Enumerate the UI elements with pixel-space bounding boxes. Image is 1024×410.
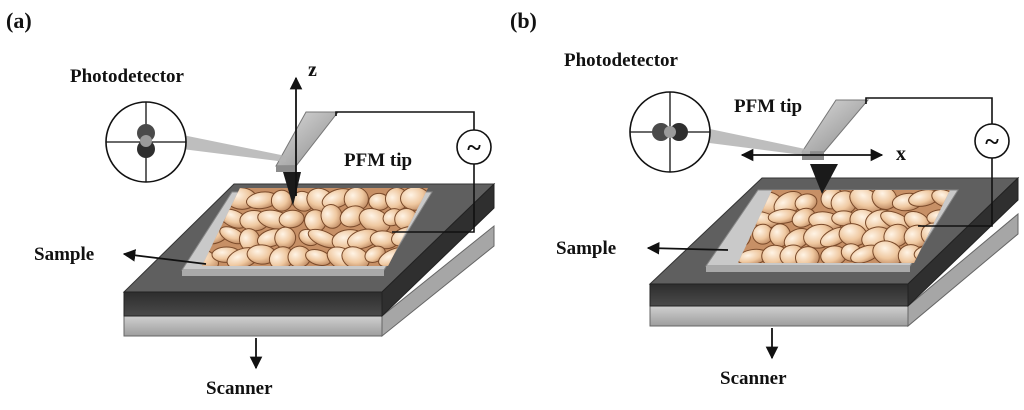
- photodetector-label: Photodetector: [564, 50, 679, 71]
- sample-label: Sample: [34, 244, 94, 265]
- sample-grain: [795, 246, 820, 263]
- scanner-label: Scanner: [206, 378, 273, 399]
- scanner-plate: [123, 224, 495, 338]
- axis-label: x: [896, 143, 906, 165]
- laser-beam: [158, 130, 286, 162]
- photodetector-label: Photodetector: [70, 66, 185, 87]
- ac-source-icon: [974, 123, 1010, 159]
- photodetector-icon: [629, 91, 711, 173]
- panel-label: (b): [510, 8, 537, 33]
- ac-symbol: ~: [467, 133, 481, 162]
- sample-grains: [202, 188, 428, 266]
- circuit-wire: [335, 111, 475, 130]
- sample-grain: [278, 209, 305, 229]
- sample-arrow: [646, 241, 729, 255]
- sample-arrow: [122, 249, 207, 265]
- laser-beam: [686, 124, 810, 156]
- tip-apex-icon: [810, 164, 838, 194]
- panel-b: (b): [510, 8, 1020, 389]
- tip-label: PFM tip: [734, 96, 802, 117]
- ac-source-icon: [456, 129, 492, 165]
- scanner-label: Scanner: [720, 368, 787, 389]
- panel-a: (a): [6, 8, 496, 399]
- tip-label: PFM tip: [344, 150, 412, 171]
- sample-grains: [738, 190, 950, 263]
- ac-symbol: ~: [985, 127, 999, 156]
- axis-label: z: [308, 59, 317, 81]
- panel-label: (a): [6, 8, 32, 33]
- sample-label: Sample: [556, 238, 616, 259]
- photodetector-icon: [105, 101, 187, 183]
- circuit-wire: [865, 97, 993, 124]
- sample-grain: [341, 246, 370, 266]
